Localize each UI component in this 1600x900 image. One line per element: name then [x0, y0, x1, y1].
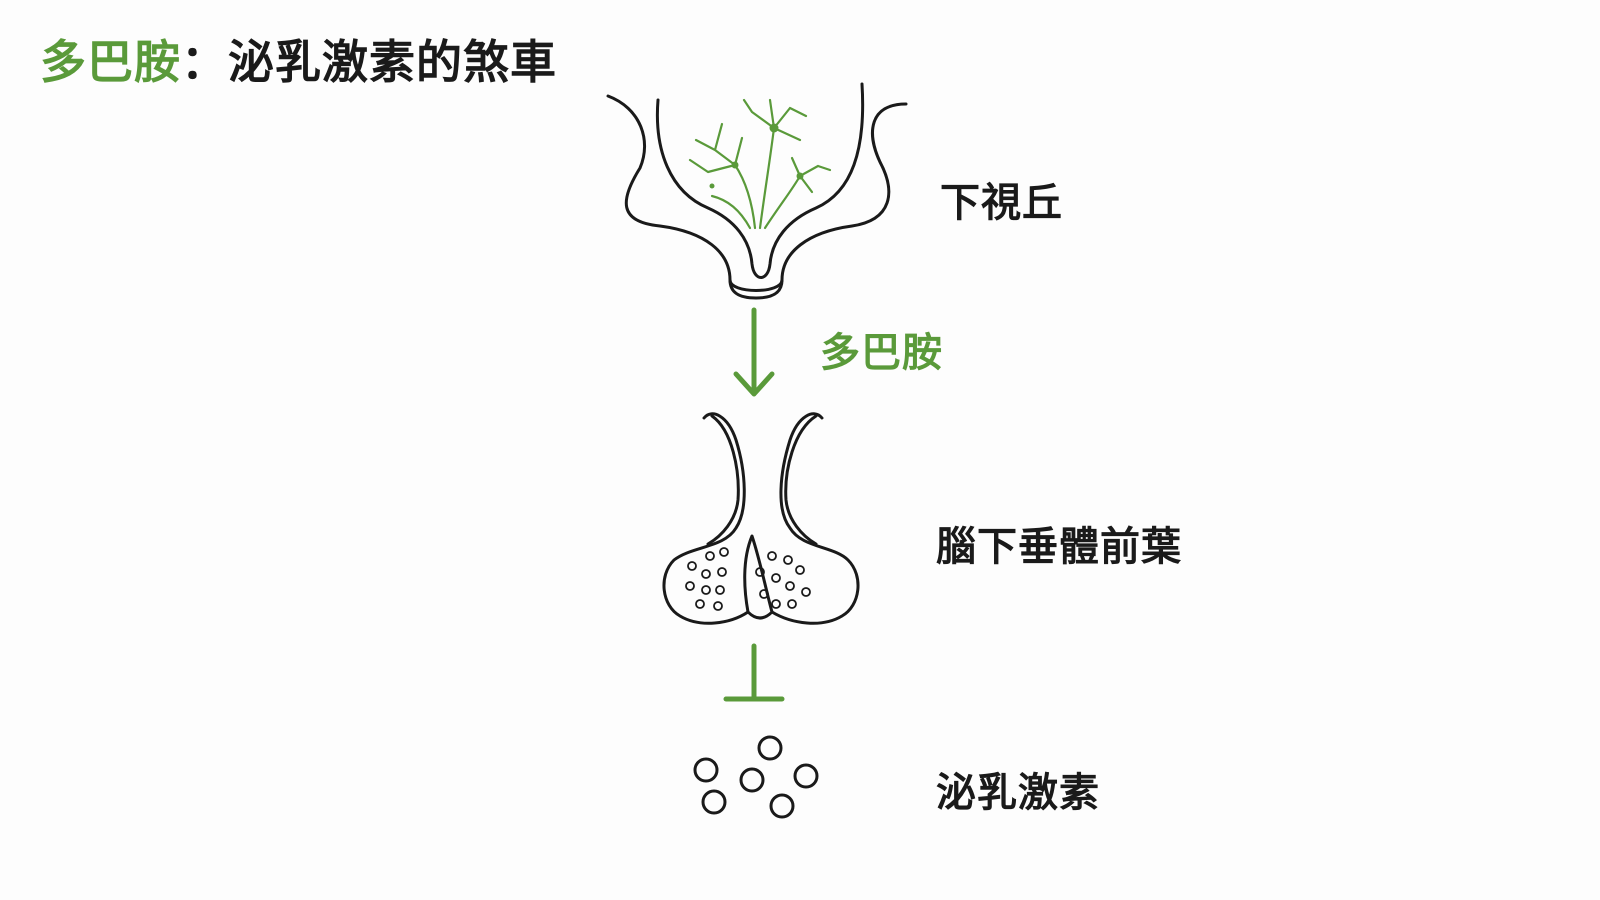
label-pituitary: 腦下垂體前葉: [936, 524, 1182, 570]
pituitary-center: [743, 534, 774, 620]
label-hypothalamus: 下視丘: [940, 180, 1063, 226]
label-prolactin: 泌乳激素: [936, 770, 1100, 816]
pituitary-granules: [685, 547, 811, 611]
hypothalamus-stalk-left: [728, 278, 758, 300]
label-dopamine: 多巴胺: [820, 330, 943, 376]
stimulation-arrow: [733, 307, 775, 397]
title-rest: 泌乳激素的煞車: [228, 35, 557, 89]
pituitary-inner-left: [706, 414, 740, 546]
prolactin-molecules: [693, 735, 819, 819]
neuron-cluster: [688, 98, 832, 230]
pituitary-illustration: [662, 412, 860, 625]
hypothalamus-illustration: [606, 82, 908, 300]
page-title: 多巴胺：泌乳激素的煞車: [40, 26, 557, 92]
pituitary-left-lobe: [662, 412, 750, 625]
inhibition-bar: [723, 643, 785, 702]
title-separator: ：: [181, 35, 228, 89]
hypothalamus-stalk-right: [754, 278, 784, 300]
pituitary-inner-right: [784, 414, 818, 546]
title-highlight: 多巴胺: [40, 35, 181, 89]
hypothalamus-outline-inner: [655, 82, 865, 279]
hypothalamus-outline-outer: [606, 94, 908, 292]
pituitary-right-lobe: [770, 412, 860, 625]
neuron-bodies: [709, 123, 804, 189]
